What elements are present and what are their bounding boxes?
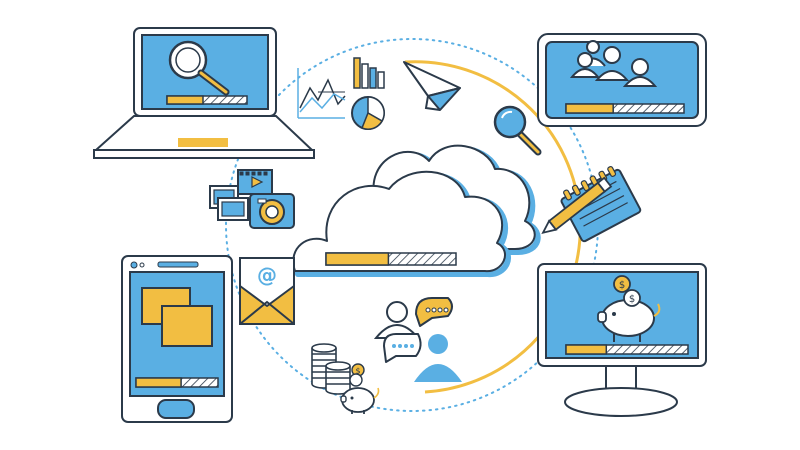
media-gallery-icon (209, 169, 295, 229)
laptop-search-icon (93, 27, 315, 159)
chat-users-icon (373, 297, 462, 382)
group-monitor-progress-bar (565, 103, 685, 114)
email-envelope-icon: @ (239, 257, 295, 325)
desktop-coin-dollar-symbol: $ (619, 280, 625, 291)
magnifier-icon (493, 105, 542, 156)
desktop-progress-bar (565, 344, 689, 355)
desktop-piggy-icon: $ $ (537, 263, 707, 417)
desktop-coin-dollar-symbol-2: $ (629, 294, 635, 305)
notebook-pencil-icon (541, 166, 642, 243)
email-at-symbol: @ (257, 263, 277, 287)
users-group-icon (537, 33, 707, 127)
laptop-progress-bar (166, 95, 248, 105)
coins-piggy-icon: $ (311, 343, 380, 414)
cloud-icon (292, 144, 541, 278)
tablet-icon (121, 255, 233, 423)
tablet-progress-bar (135, 377, 219, 388)
chart-icon (297, 57, 385, 130)
paper-plane-icon (403, 61, 461, 111)
cloud-progress-bar (325, 252, 457, 266)
coin-dollar-symbol: $ (355, 367, 360, 376)
